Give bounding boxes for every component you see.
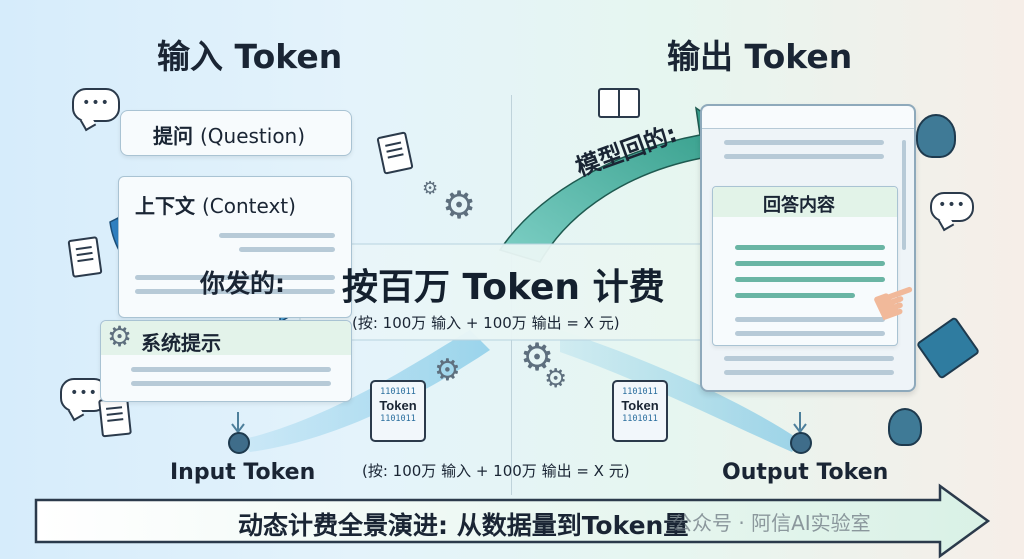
- question-card: 提问 (Question): [120, 110, 352, 156]
- gear-icon-center-top: ⚙: [442, 183, 477, 227]
- gear-icon: ⚙: [107, 320, 133, 353]
- answer-title: 回答内容: [763, 195, 835, 216]
- output-token-dot: [790, 432, 812, 454]
- input-token-label: Input Token: [170, 460, 316, 485]
- gear-icon-center-bottom: ⚙: [520, 335, 555, 379]
- output-token-heading: 输出 Token: [667, 37, 853, 76]
- context-label: 上下文 (Context): [135, 194, 296, 218]
- system-prompt-card: ⚙ 系统提示: [100, 320, 352, 402]
- billing-title: 按百万 Token 计费: [342, 267, 665, 308]
- watermark: 公众号 · 阿信AI实验室: [672, 511, 871, 535]
- speaker-head-icon: [916, 114, 956, 158]
- panel-scrollbar[interactable]: [902, 140, 906, 250]
- gear-icon-left-bottom: ⚙: [434, 353, 461, 388]
- billing-formula-bottom: (按: 100万 输入 + 100万 输出 = X 元): [362, 462, 630, 480]
- output-panel: 回答内容: [700, 104, 916, 392]
- question-label: 提问 (Question): [153, 124, 306, 148]
- input-token-chip: 1101011 Token 1101011: [370, 380, 426, 442]
- speaker-head-icon-2: [888, 408, 922, 446]
- input-flow: [240, 330, 490, 452]
- you-send-label: 你发的:: [200, 269, 285, 298]
- gear-icon-center-small: ⚙: [544, 364, 568, 394]
- chat-bubble-icon-3: •••: [930, 192, 974, 222]
- gear-icon-small: ⚙: [422, 178, 439, 199]
- output-token-chip: 1101011 Token 1101011: [612, 380, 668, 442]
- context-card: 上下文 (Context): [118, 176, 352, 318]
- banner-arrow: [34, 483, 991, 559]
- chat-bubble-icon: •••: [72, 88, 120, 122]
- document-icon-2: [98, 396, 132, 438]
- output-flow: [560, 330, 800, 452]
- input-token-dot: [228, 432, 250, 454]
- answer-card: 回答内容: [712, 186, 898, 346]
- open-book-icon: [598, 88, 640, 118]
- scroll-document-icon: [67, 236, 103, 278]
- billing-formula-top: (按: 100万 输入 + 100万 输出 = X 元): [352, 314, 620, 332]
- banner-title: 动态计费全景演进: 从数据量到Token量: [238, 511, 689, 540]
- input-token-heading: 输入 Token: [157, 37, 343, 76]
- output-token-label: Output Token: [722, 460, 889, 485]
- system-prompt-label: 系统提示: [141, 331, 221, 355]
